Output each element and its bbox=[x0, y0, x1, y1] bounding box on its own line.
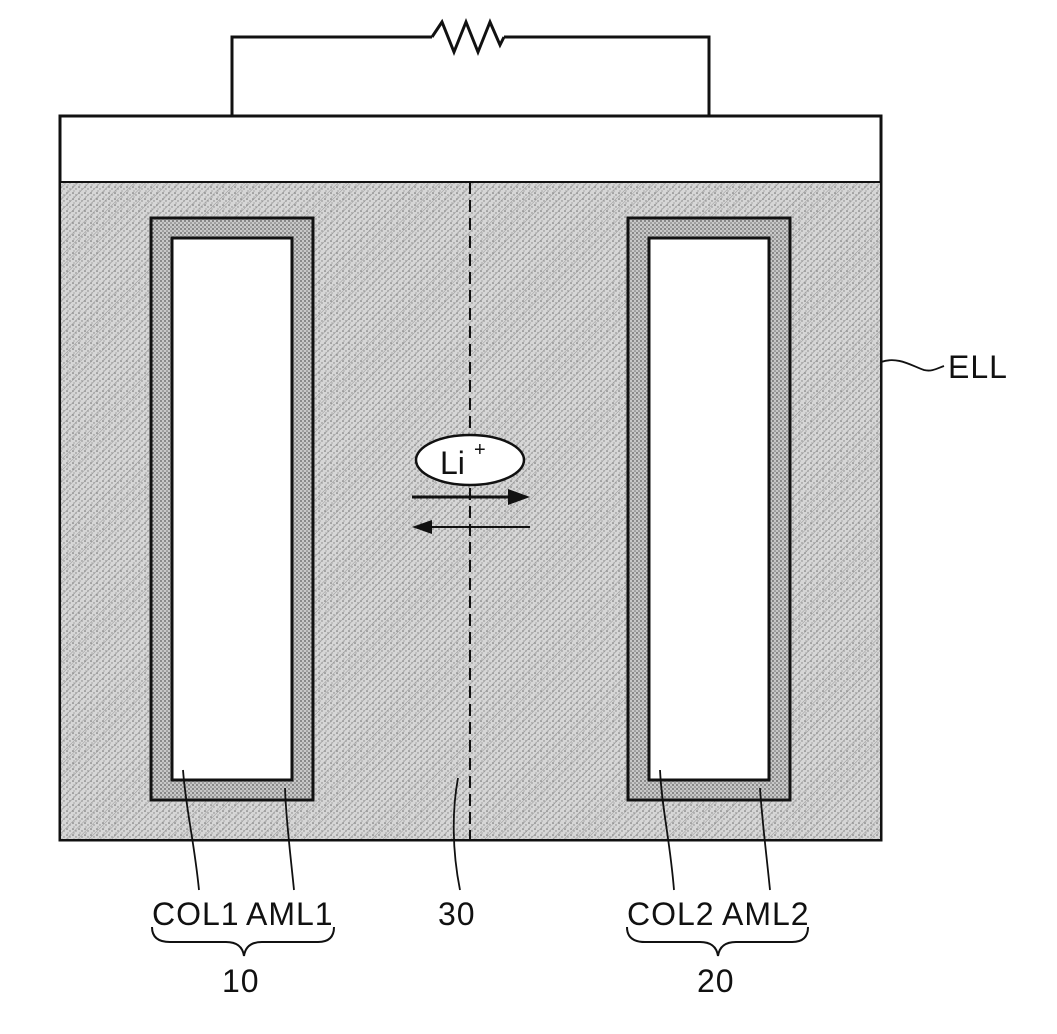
collector-2 bbox=[649, 238, 769, 780]
collector-1 bbox=[172, 238, 292, 780]
label-aml2: AML2 bbox=[722, 896, 810, 932]
resistor-icon bbox=[432, 22, 504, 52]
leader-ell bbox=[881, 360, 944, 370]
ion-label: Li bbox=[440, 445, 465, 481]
label-ell: ELL bbox=[948, 349, 1008, 385]
label-30: 30 bbox=[438, 896, 476, 932]
electrode-20 bbox=[628, 218, 790, 800]
label-aml1: AML1 bbox=[246, 896, 334, 932]
ion-ellipse bbox=[416, 435, 524, 485]
electrode-10 bbox=[151, 218, 313, 800]
label-col1: COL1 bbox=[152, 896, 240, 932]
lithium-ion: Li + bbox=[416, 435, 524, 485]
label-10: 10 bbox=[222, 963, 260, 999]
label-20: 20 bbox=[697, 963, 735, 999]
ion-charge: + bbox=[474, 439, 486, 461]
label-col2: COL2 bbox=[627, 896, 715, 932]
